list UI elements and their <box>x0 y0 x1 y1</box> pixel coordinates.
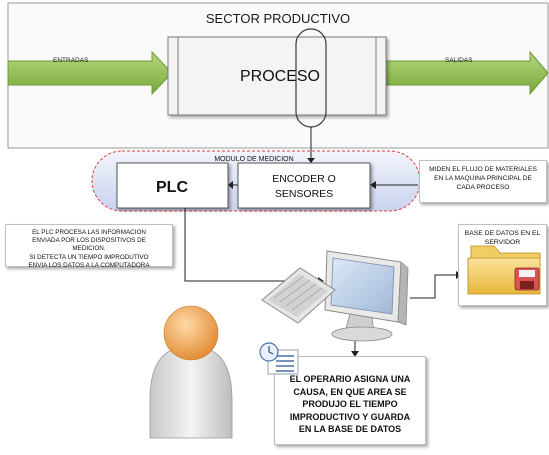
encoder-label-line2: SENSORES <box>275 188 333 200</box>
encoder-box <box>237 162 371 209</box>
operator-person-icon <box>149 305 233 439</box>
measurement-note: MIDEN EL FLUJO DE MATERIALES EN LA MAQUI… <box>419 160 547 203</box>
operator-note-line4: IMPRODUCTIVO Y GUARDA <box>289 411 411 422</box>
sector-title: SECTOR PRODUCTIVO <box>206 11 350 26</box>
plc-note-line2: ENVIADA POR LOS DISPOSITIVOS DE <box>32 237 146 245</box>
measurement-note-line3: CADA PROCESO <box>456 184 510 192</box>
outputs-label: SALIDAS <box>445 57 473 64</box>
measurement-note-line2: EN LA MAQUINA PRINCIPAL DE <box>434 175 532 183</box>
plc-note: EL PLC PROCESA LAS INFORMACION ENVIADA P… <box>5 224 173 269</box>
desktop-computer-icon <box>324 250 409 342</box>
database-note: BASE DE DATOS EN EL SERVIDOR <box>458 224 547 306</box>
outputs-arrow: SALIDAS <box>383 50 549 96</box>
process-label: PROCESO <box>240 68 320 85</box>
operator-note-line5: EN LA BASE DE DATOS <box>298 424 402 435</box>
plc-label: PLC <box>156 179 188 196</box>
inputs-label: ENTRADAS <box>53 57 89 64</box>
plc-note-line3: MEDICION. <box>72 245 106 253</box>
database-note-line1: BASE DE DATOS EN EL <box>464 230 541 237</box>
plc-note-line5: ENVIA LOS DATOS A LA COMPUTADORA <box>28 261 150 269</box>
module-title: MODULO DE MEDICION <box>214 156 293 163</box>
process-box <box>167 36 387 116</box>
connector-note-encoder <box>370 181 418 189</box>
encoder-label-line1: ENCODER O <box>272 173 336 185</box>
connector-sensor-encoder <box>307 127 315 163</box>
plc-box <box>116 162 229 209</box>
operator-note-line2: CAUSA, EN QUE AREA SE <box>293 386 407 397</box>
inputs-arrow: ENTRADAS <box>7 50 173 96</box>
connector-encoder-plc <box>228 181 238 189</box>
connector-computer-database <box>410 271 462 299</box>
operator-note-line1: EL OPERARIO ASIGNA UNA <box>289 374 411 384</box>
measurement-note-line1: MIDEN EL FLUJO DE MATERIALES <box>429 166 537 173</box>
operator-note-line3: PRODUJO EL TIEMPO <box>302 399 398 410</box>
database-note-line2: SERVIDOR <box>484 239 521 247</box>
plc-note-line4: SI DETECTA UN TIEMPO IMPRODUTIVO <box>29 253 149 261</box>
keyboard-icon <box>261 267 336 324</box>
plc-note-line1: EL PLC PROCESA LAS INFORMACION <box>32 229 146 236</box>
operator-note: EL OPERARIO ASIGNA UNA CAUSA, EN QUE ARE… <box>274 356 426 445</box>
